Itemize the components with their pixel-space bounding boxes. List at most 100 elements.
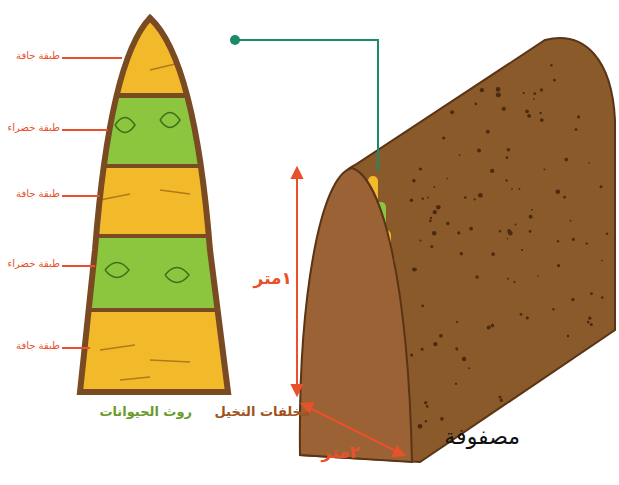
soil-speck bbox=[439, 334, 443, 338]
soil-speck bbox=[499, 395, 502, 398]
soil-speck bbox=[410, 199, 413, 202]
soil-speck bbox=[511, 188, 513, 190]
soil-speck bbox=[429, 220, 432, 223]
soil-speck bbox=[491, 252, 495, 256]
layer-label: طبقة جافة bbox=[0, 188, 60, 200]
soil-speck bbox=[421, 305, 424, 308]
soil-speck bbox=[557, 240, 559, 242]
soil-speck bbox=[543, 168, 545, 170]
soil-speck bbox=[499, 230, 501, 232]
soil-speck bbox=[475, 103, 478, 106]
soil-speck bbox=[464, 196, 467, 199]
soil-speck bbox=[575, 128, 578, 131]
soil-speck bbox=[491, 324, 495, 328]
soil-speck bbox=[505, 179, 507, 181]
soil-speck bbox=[496, 93, 501, 98]
arrow-head bbox=[393, 447, 404, 456]
soil-speck bbox=[433, 210, 437, 214]
layer-border bbox=[70, 93, 240, 98]
soil-speck bbox=[433, 342, 437, 346]
heap-body bbox=[300, 38, 615, 462]
soil-speck bbox=[502, 107, 506, 111]
soil-speck bbox=[557, 264, 560, 267]
soil-speck bbox=[600, 185, 603, 188]
soil-speck bbox=[533, 98, 535, 100]
soil-speck bbox=[586, 242, 588, 244]
layer-label: طبقة جافة bbox=[0, 340, 60, 352]
soil-speck bbox=[424, 401, 427, 404]
soil-speck bbox=[418, 424, 423, 429]
soil-speck bbox=[419, 239, 421, 241]
layer-group bbox=[70, 10, 240, 400]
soil-speck bbox=[500, 399, 503, 402]
material-label: مخلفات النخيل bbox=[195, 404, 310, 420]
soil-speck bbox=[450, 110, 454, 114]
caption-word: مصفوفة bbox=[410, 424, 520, 450]
soil-speck bbox=[601, 296, 604, 299]
soil-speck bbox=[412, 179, 416, 183]
soil-speck bbox=[533, 92, 536, 95]
soil-speck bbox=[507, 278, 509, 280]
soil-speck bbox=[521, 249, 523, 251]
cut-leader bbox=[235, 40, 378, 172]
soil-speck bbox=[567, 335, 569, 337]
soil-speck bbox=[415, 268, 417, 270]
leader-line bbox=[62, 195, 100, 197]
soil-speck bbox=[421, 348, 424, 351]
soil-speck bbox=[460, 252, 463, 255]
soil-speck bbox=[487, 326, 491, 330]
soil-speck bbox=[480, 88, 484, 92]
soil-speck bbox=[540, 118, 544, 122]
soil-speck bbox=[526, 316, 529, 319]
soil-speck bbox=[571, 298, 574, 301]
dimension-label: ١متر bbox=[240, 268, 292, 288]
soil-speck bbox=[572, 238, 575, 241]
leader-line bbox=[62, 347, 90, 349]
soil-speck bbox=[440, 417, 444, 421]
soil-speck bbox=[527, 114, 531, 118]
soil-speck bbox=[552, 308, 554, 310]
soil-speck bbox=[570, 220, 572, 222]
soil-speck bbox=[507, 238, 509, 240]
heap-front-face bbox=[300, 168, 412, 462]
soil-speck bbox=[412, 267, 416, 271]
leader-line bbox=[62, 265, 95, 267]
soil-speck bbox=[587, 321, 590, 324]
arrow-head bbox=[292, 385, 302, 395]
soil-speck bbox=[422, 198, 424, 200]
soil-speck bbox=[419, 167, 422, 170]
leader-dot bbox=[230, 35, 240, 45]
dry-layer bbox=[70, 310, 240, 400]
soil-speck bbox=[550, 64, 552, 66]
soil-speck bbox=[537, 276, 539, 278]
soil-speck bbox=[520, 313, 523, 316]
soil-speck bbox=[442, 136, 445, 139]
soil-speck bbox=[490, 169, 494, 173]
leaf-strokes bbox=[105, 113, 189, 283]
soil-speck bbox=[455, 347, 458, 350]
soil-speck bbox=[525, 110, 529, 114]
layer-label: طبقة خضراء bbox=[0, 122, 60, 134]
dimension-label: ٢متر bbox=[300, 442, 360, 462]
layer-label: طبقة جافة bbox=[0, 50, 60, 62]
soil-speck bbox=[515, 223, 517, 225]
soil-speck bbox=[474, 198, 476, 200]
height-arrow bbox=[296, 175, 298, 388]
soil-speck bbox=[447, 178, 449, 180]
soil-speck bbox=[457, 231, 460, 234]
soil-speck bbox=[513, 281, 515, 283]
green-layer bbox=[70, 98, 240, 166]
soil-speck bbox=[430, 245, 433, 248]
soil-speck bbox=[459, 154, 461, 156]
soil-speck bbox=[590, 292, 593, 295]
soil-speck bbox=[588, 317, 591, 320]
soil-speck bbox=[446, 222, 449, 225]
soil-speck bbox=[506, 156, 509, 159]
soil-speck bbox=[486, 130, 490, 134]
label-leaders bbox=[62, 58, 122, 348]
leader-line bbox=[62, 57, 122, 59]
soil-speck bbox=[477, 148, 481, 152]
soil-speck bbox=[606, 233, 608, 235]
soil-speck bbox=[410, 354, 413, 357]
section-outline bbox=[80, 18, 228, 392]
